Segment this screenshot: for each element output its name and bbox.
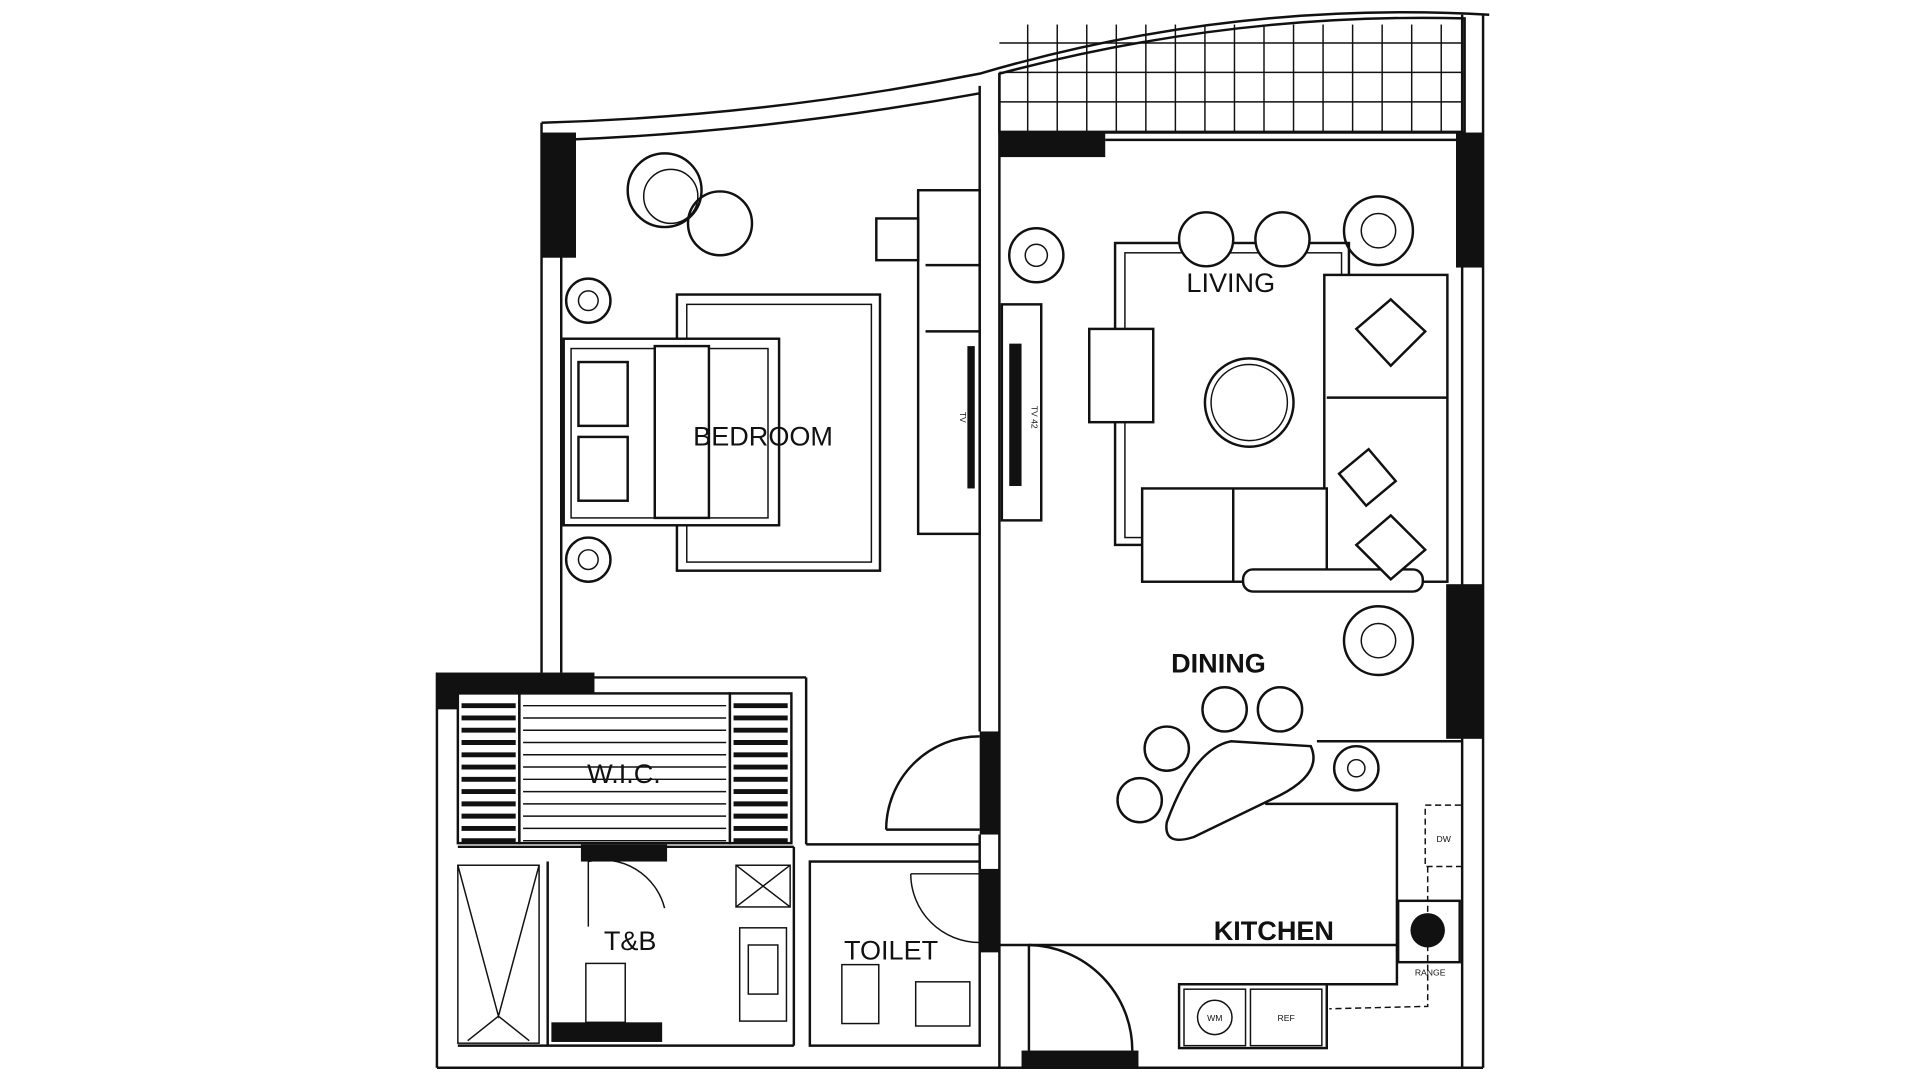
bedroom-door[interactable] <box>884 735 980 831</box>
room-label-dining: DINING <box>1171 649 1266 679</box>
room-label-wic: W.I.C. <box>587 759 661 789</box>
dishwasher-label: DW <box>1437 834 1452 844</box>
partition-wall <box>978 73 1001 1068</box>
living-tv-label: TV 42 <box>1029 406 1039 429</box>
bedroom-tv-label: TV <box>958 412 968 423</box>
entry-door[interactable] <box>1027 943 1134 1051</box>
kitchen-counters: DW RANGE WM REF <box>1177 740 1463 1050</box>
washer-label: WM <box>1207 1013 1222 1023</box>
room-label-bedroom: BEDROOM <box>693 422 833 452</box>
toilet-room <box>808 860 981 1047</box>
room-label-tb: T&B <box>604 926 657 956</box>
range-label: RANGE <box>1415 968 1446 978</box>
room-label-toilet: TOILET <box>844 936 938 966</box>
wic-area <box>435 672 980 1068</box>
bedroom-wall <box>540 122 576 673</box>
bedroom-furniture: TV <box>562 152 981 583</box>
curved-facade-wall <box>541 11 1490 124</box>
dining-furniture <box>1116 686 1380 841</box>
room-label-living: LIVING <box>1186 268 1275 298</box>
balcony-grid <box>998 16 1466 134</box>
refrigerator-label: REF <box>1278 1013 1295 1023</box>
living-furniture: TV 42 <box>1000 195 1449 677</box>
exterior-right-wall <box>999 14 1485 1068</box>
tb-bathroom <box>457 846 796 1047</box>
room-label-kitchen: KITCHEN <box>1214 916 1334 946</box>
